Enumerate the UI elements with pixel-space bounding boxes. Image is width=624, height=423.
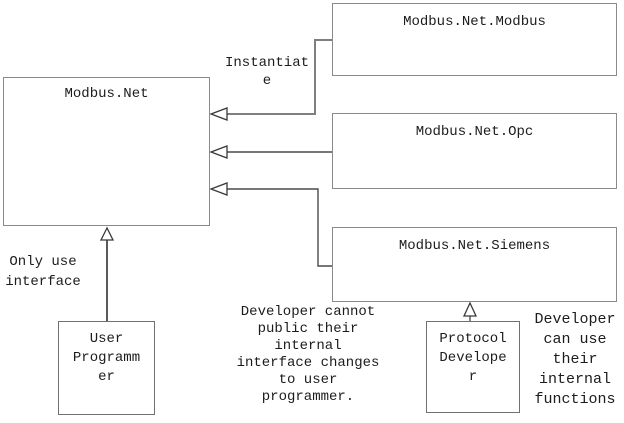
class-box-modbus-net-siemens-label: Modbus.Net.Siemens <box>398 238 551 254</box>
class-box-modbus-net-modbus: Modbus.Net.Modbus <box>332 3 617 76</box>
actor-box-protocol-developer: Protocol Develope r <box>426 321 520 413</box>
class-box-modbus-net-label: Modbus.Net <box>64 86 149 102</box>
annotation-only-use-interface: Only use interface <box>5 254 81 290</box>
actor-box-user-programmer-label: User Programm er <box>72 331 141 385</box>
annotation-developer-can: Developer can use their internal functio… <box>534 311 616 408</box>
actor-box-protocol-developer-label: Protocol Develope r <box>439 331 507 385</box>
annotation-instantiate: Instantiat e <box>224 55 309 89</box>
actor-box-user-programmer: User Programm er <box>58 321 155 415</box>
class-box-modbus-net-opc: Modbus.Net.Opc <box>332 113 617 189</box>
arrowhead-opc-to-net <box>209 145 228 159</box>
class-box-modbus-net-opc-label: Modbus.Net.Opc <box>415 124 534 140</box>
arrowhead-siemens-to-net <box>209 182 228 196</box>
class-box-modbus-net-siemens: Modbus.Net.Siemens <box>332 227 617 302</box>
arrowhead-modbus-to-net <box>209 107 228 121</box>
connector-modbus-to-net <box>227 39 332 115</box>
arrowhead-user-to-net <box>99 226 115 241</box>
class-box-modbus-net: Modbus.Net <box>3 77 210 226</box>
annotation-developer-cannot: Developer cannot public their internal i… <box>236 304 380 405</box>
class-box-modbus-net-modbus-label: Modbus.Net.Modbus <box>403 14 546 30</box>
connector-siemens-to-net <box>227 188 332 267</box>
arrowhead-protocol-to-siemens <box>462 301 478 317</box>
